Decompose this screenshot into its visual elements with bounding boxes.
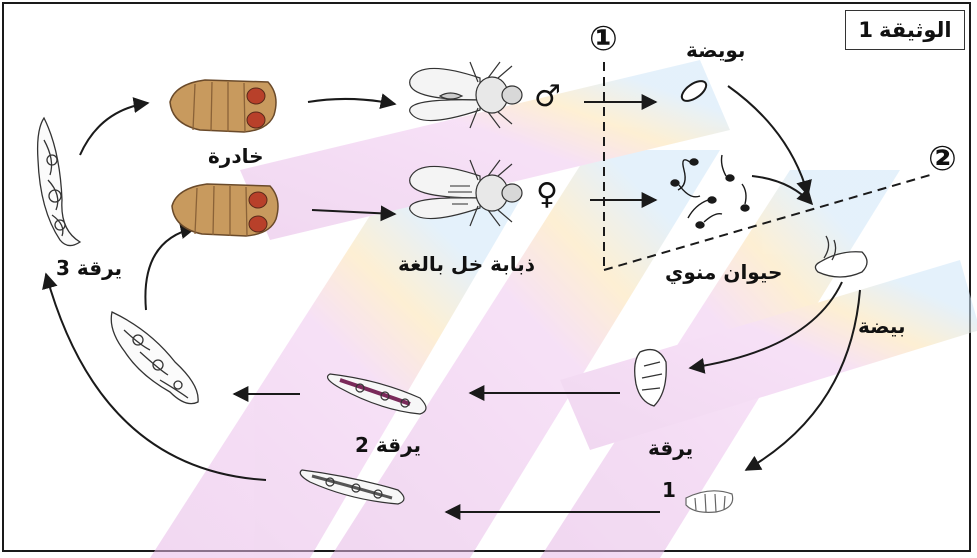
egg-shape <box>815 236 867 277</box>
larva3-label: يرقة 3 <box>56 258 122 278</box>
phase2-marker: ② <box>928 142 957 176</box>
phase2-divider <box>604 175 930 270</box>
document-title: الوثيقة <box>879 18 952 42</box>
arrow-pupa-to-fly-female <box>312 210 395 214</box>
larva3-bottom <box>111 312 198 404</box>
larva-bottom-shape <box>300 470 404 504</box>
document-number: 1 <box>858 18 873 42</box>
larva2-shape <box>328 374 426 414</box>
adult-label: ذبابة خل بالغة <box>398 254 535 274</box>
larva1-shape <box>635 350 667 406</box>
fly-female <box>410 160 522 226</box>
larva1-label: يرقة <box>648 438 693 458</box>
fly-male <box>410 62 522 128</box>
arrow-egg-to-larva1-right <box>746 290 860 470</box>
arrow-egg-to-larva1-left <box>690 282 842 368</box>
arrow-pupa-to-fly-male <box>308 99 395 104</box>
sperm-cells <box>671 155 749 228</box>
larva1-small <box>686 491 733 513</box>
male-symbol: ♂ <box>534 82 561 112</box>
pupa-top <box>170 80 276 132</box>
larva1-number: 1 <box>662 480 676 500</box>
document-label: الوثيقة 1 <box>845 10 965 50</box>
larva2-label: يرقة 2 <box>355 435 421 455</box>
pupa-bottom <box>172 184 278 236</box>
sperm-label: حيوان منوي <box>665 262 782 282</box>
ovule-label: بويضة <box>686 40 745 60</box>
larva3-top <box>38 118 80 246</box>
pupa-label: خادرة <box>208 146 264 166</box>
egg-label: بيضة <box>858 316 906 336</box>
arrow-larva3-to-pupa <box>80 103 148 155</box>
arrow-larva3b-to-pupa <box>145 228 195 310</box>
ovule-shape <box>679 77 710 105</box>
phase1-marker: ① <box>589 22 618 56</box>
female-symbol: ♀ <box>536 180 558 210</box>
